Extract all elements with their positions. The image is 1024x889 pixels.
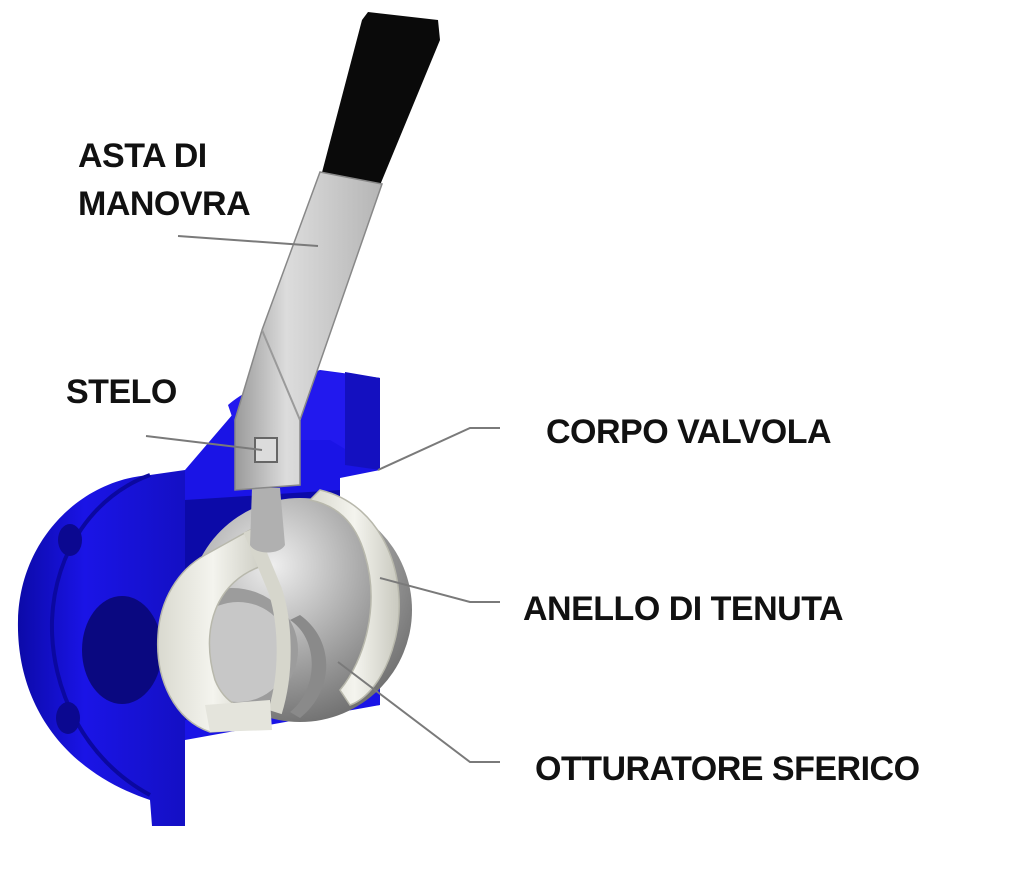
label-asta-di-manovra: ASTA DI MANOVRA (78, 132, 251, 228)
leader-otturatore (337, 661, 500, 763)
label-anello-di-tenuta: ANELLO DI TENUTA (523, 590, 844, 628)
seal-ring-right (308, 489, 400, 706)
leader-corpo (377, 427, 500, 471)
label-asta-line2: MANOVRA (78, 185, 251, 223)
leader-stelo (145, 435, 263, 451)
leader-lines (145, 235, 500, 763)
label-asta-line1: ASTA DI (78, 137, 207, 175)
leader-anello (379, 577, 500, 603)
label-corpo-valvola: CORPO VALVOLA (546, 413, 832, 451)
label-stelo: STELO (66, 373, 177, 411)
leader-asta (177, 235, 319, 247)
lever-grip (320, 12, 440, 190)
label-otturatore-sferico: OTTURATORE SFERICO (535, 750, 920, 788)
lever-bar (234, 171, 383, 491)
seal-rings (156, 489, 400, 733)
